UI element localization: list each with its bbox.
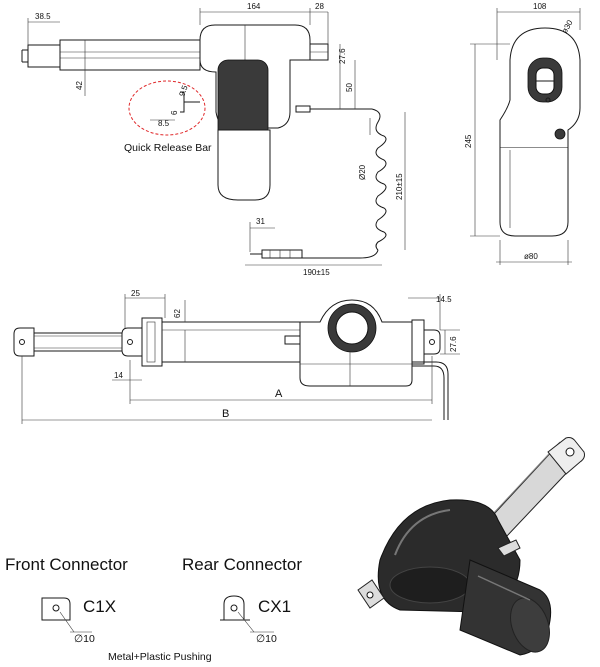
dim-14: 14 (114, 371, 123, 380)
dim-25: 25 (131, 289, 140, 298)
dim-245: 245 (464, 134, 473, 148)
material-note: Metal+Plastic Pushing (108, 651, 212, 663)
dim-8-5: 8.5 (158, 119, 170, 128)
top-view: 38.5 164 28 27.6 42 50 8.5 6 9.5 Ø20 210… (21, 2, 406, 277)
front-connector-title: Front Connector (5, 555, 128, 574)
dim-50: 50 (345, 83, 354, 92)
dim-6: 6 (170, 110, 179, 115)
dim-38-5: 38.5 (35, 12, 51, 21)
connectors-section: Front Connector Rear Connector C1X ∅10 C… (5, 555, 302, 663)
quick-release-highlight (128, 80, 206, 136)
front-outer-tube (161, 321, 301, 363)
rear-connector-symbol (220, 595, 274, 633)
top-motor-can (217, 129, 271, 201)
front-connector-diameter: ∅10 (74, 633, 95, 645)
dim-27-6: 27.6 (338, 48, 347, 64)
dim-190: 190±15 (303, 268, 330, 277)
dim-A: A (275, 388, 283, 400)
dim-phi80: ø80 (524, 252, 538, 261)
dim-27-6-front: 27.6 (449, 336, 458, 352)
rear-connector-title: Rear Connector (182, 555, 302, 574)
front-connector-symbol (41, 597, 92, 633)
rear-clevis (423, 329, 441, 355)
dim-14-5: 14.5 (436, 295, 452, 304)
jack-plug (250, 249, 303, 259)
side-view: 108 ø30 245 ø80 (464, 2, 581, 265)
rear-connector-diameter: ∅10 (256, 633, 277, 645)
dim-9-5: 9.5 (177, 84, 189, 98)
dim-164: 164 (247, 2, 261, 11)
top-rod-end (27, 44, 61, 68)
dim-28: 28 (315, 2, 324, 11)
dim-31: 31 (256, 217, 265, 226)
coiled-cable (300, 108, 387, 259)
front-view: 25 62 14.5 27.6 14 A B (13, 289, 460, 424)
dim-42: 42 (75, 81, 84, 90)
side-motor-can (499, 148, 569, 237)
dim-108: 108 (533, 2, 547, 11)
rear-connector-code: CX1 (258, 597, 291, 616)
dim-210: 210±15 (395, 173, 404, 200)
dim-phi20: Ø20 (358, 164, 367, 180)
quick-release-label: Quick Release Bar (124, 142, 212, 154)
dim-62: 62 (173, 309, 182, 318)
actuator-3d-render (357, 437, 585, 656)
top-rod-tube (59, 39, 201, 71)
dim-phi30: ø30 (560, 18, 575, 35)
top-motor-dark (217, 59, 269, 141)
front-connector-code: C1X (83, 597, 116, 616)
dim-B: B (222, 408, 229, 420)
